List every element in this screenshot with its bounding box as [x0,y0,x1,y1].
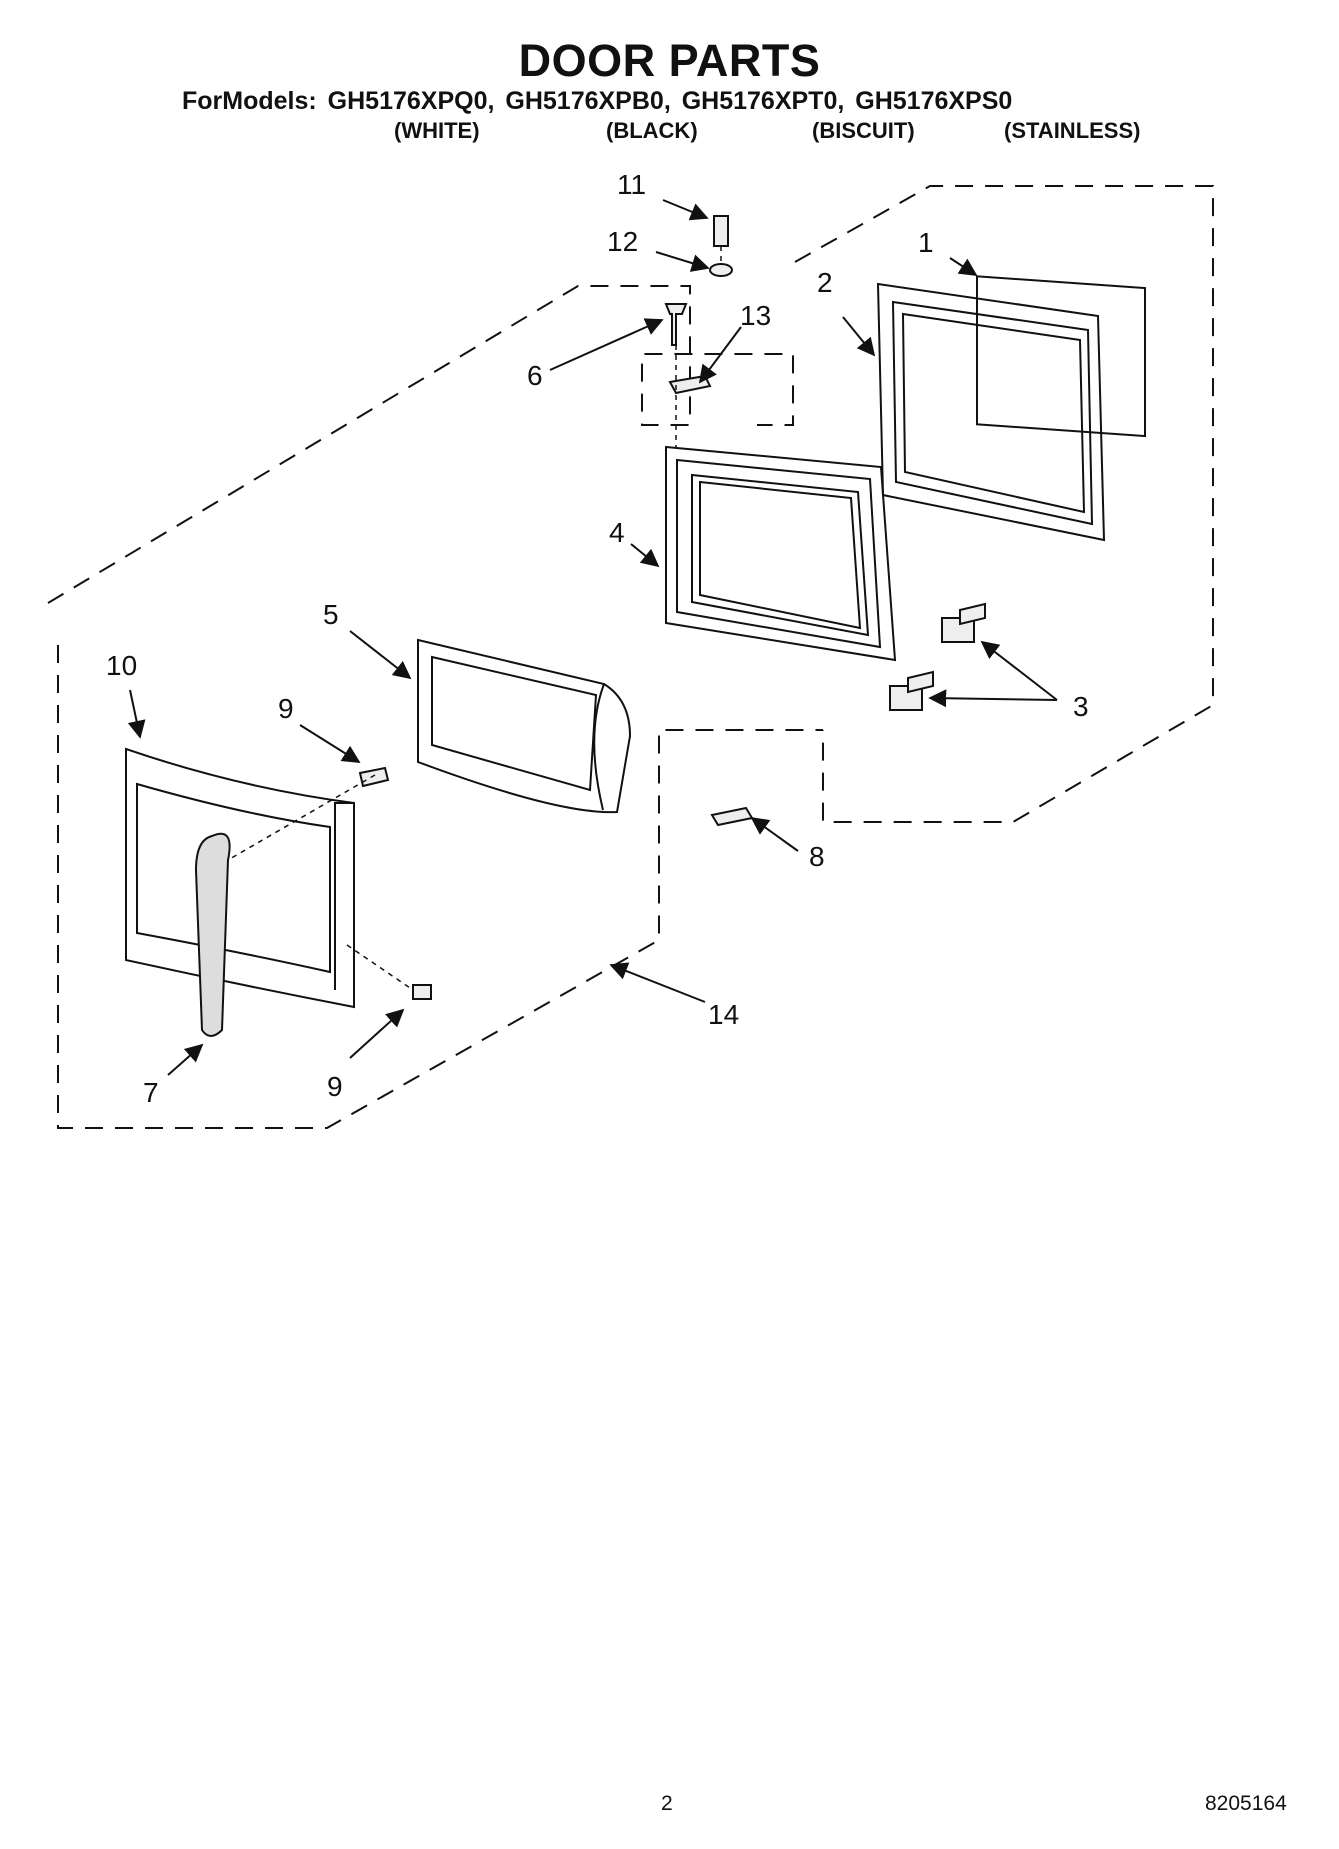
group-boundary-outer [47,285,794,604]
model-code-black: GH5176XPB0, [505,87,671,115]
callout-9-lower: 9 [327,1071,343,1102]
model-list: ForModels: GH5176XPQ0, GH5176XPB0, GH517… [182,86,1016,116]
callout-3: 3 [1073,691,1089,722]
group-boundary-front [57,645,823,1129]
part-1-panel [976,275,1146,438]
part-8-clip [710,806,754,827]
part-3-hinges [889,602,986,711]
part-7-handle [194,832,231,1037]
model-code-biscuit: GH5176XPT0, [681,87,845,115]
page-number: 2 [661,1792,673,1815]
callout-13: 13 [740,300,772,331]
part-5-window [417,638,632,814]
callout-8: 8 [809,841,825,872]
callout-7: 7 [143,1077,159,1108]
model-color-biscuit: (BISCUIT) [812,118,915,143]
callout-6: 6 [527,360,543,391]
callout-12: 12 [607,226,639,257]
model-color-stainless: (STAINLESS) [1004,118,1141,143]
group-boundary-rear [794,185,1214,823]
part-12-washer [709,263,733,277]
model-color-black: (BLACK) [606,118,698,143]
part-11-screw [713,215,729,247]
part-2-liner-frame [876,282,1106,542]
part-10-door-panel [125,747,355,1009]
callout-9-upper: 9 [278,693,294,724]
callout-1: 1 [918,227,934,258]
callout-4: 4 [609,517,625,548]
part-6-pin [664,303,688,346]
callout-10: 10 [106,650,138,681]
callout-11: 11 [617,169,647,200]
part-4-inner-door [665,445,897,662]
callout-2: 2 [817,267,833,298]
model-code-white: GH5176XPQ0, [327,87,495,115]
page-title: DOOR PARTS [518,35,821,86]
models-prefix: ForModels: [182,87,317,115]
document-number: 8205164 [1205,1792,1287,1815]
model-color-white: (WHITE) [394,118,480,143]
callout-5: 5 [323,599,339,630]
model-code-stainless: GH5176XPS0 [855,87,1013,115]
part-9-screws [358,766,432,1000]
callout-14: 14 [708,999,740,1030]
